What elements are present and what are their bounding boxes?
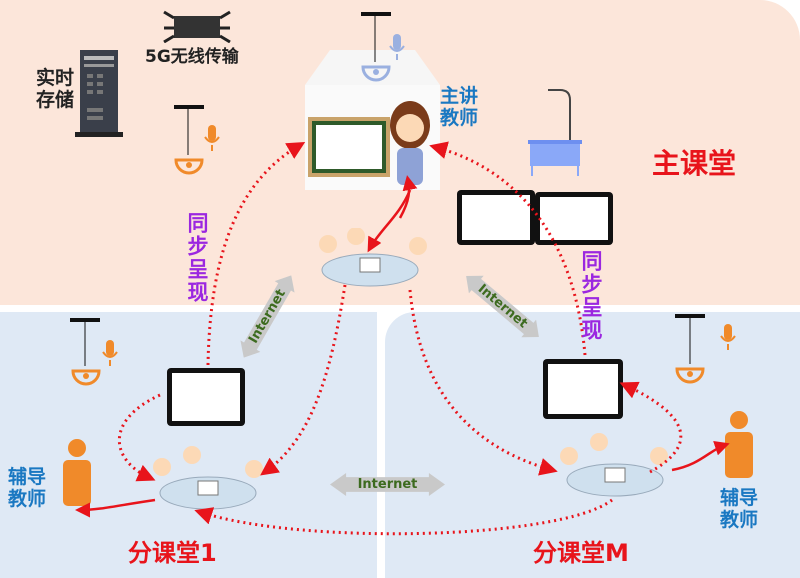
main-classroom-label: 主课堂 (652, 147, 737, 180)
tutor-icon (63, 439, 91, 506)
camera-mic-icon (174, 105, 220, 175)
wireless-label: 5G无线传输 (145, 47, 239, 67)
student-table-icon (153, 446, 263, 510)
podium-icon (528, 89, 582, 176)
storage-label: 实时存储 (36, 67, 75, 111)
sync-right-label: 同步呈现 (579, 250, 603, 342)
lead-teacher-icon (390, 101, 430, 185)
student-screen (535, 192, 613, 245)
blackboard (308, 117, 390, 177)
branch-m-label: 分课堂M (533, 539, 629, 567)
router-icon (163, 10, 231, 43)
lead-teacher-label: 主讲教师 (440, 85, 479, 129)
internet-center-arrow: Internet (330, 473, 445, 496)
branch-classroom-1-region (0, 312, 377, 578)
student-table-icon (560, 433, 668, 497)
tutor-right-label: 辅导教师 (720, 487, 759, 531)
teacher-screen (167, 368, 245, 426)
tutor-icon (725, 411, 753, 478)
tutor-left-label: 辅导教师 (8, 466, 47, 510)
branch-1-label: 分课堂1 (128, 539, 217, 567)
student-screen (457, 190, 535, 245)
camera-mic-icon (675, 314, 736, 384)
camera-mic-icon (70, 318, 118, 386)
teacher-screen (543, 359, 623, 419)
camera-mic-icon (361, 12, 405, 82)
server-icon (75, 50, 123, 137)
sync-left-label: 同步呈现 (185, 212, 209, 304)
student-table-icon (319, 228, 427, 287)
